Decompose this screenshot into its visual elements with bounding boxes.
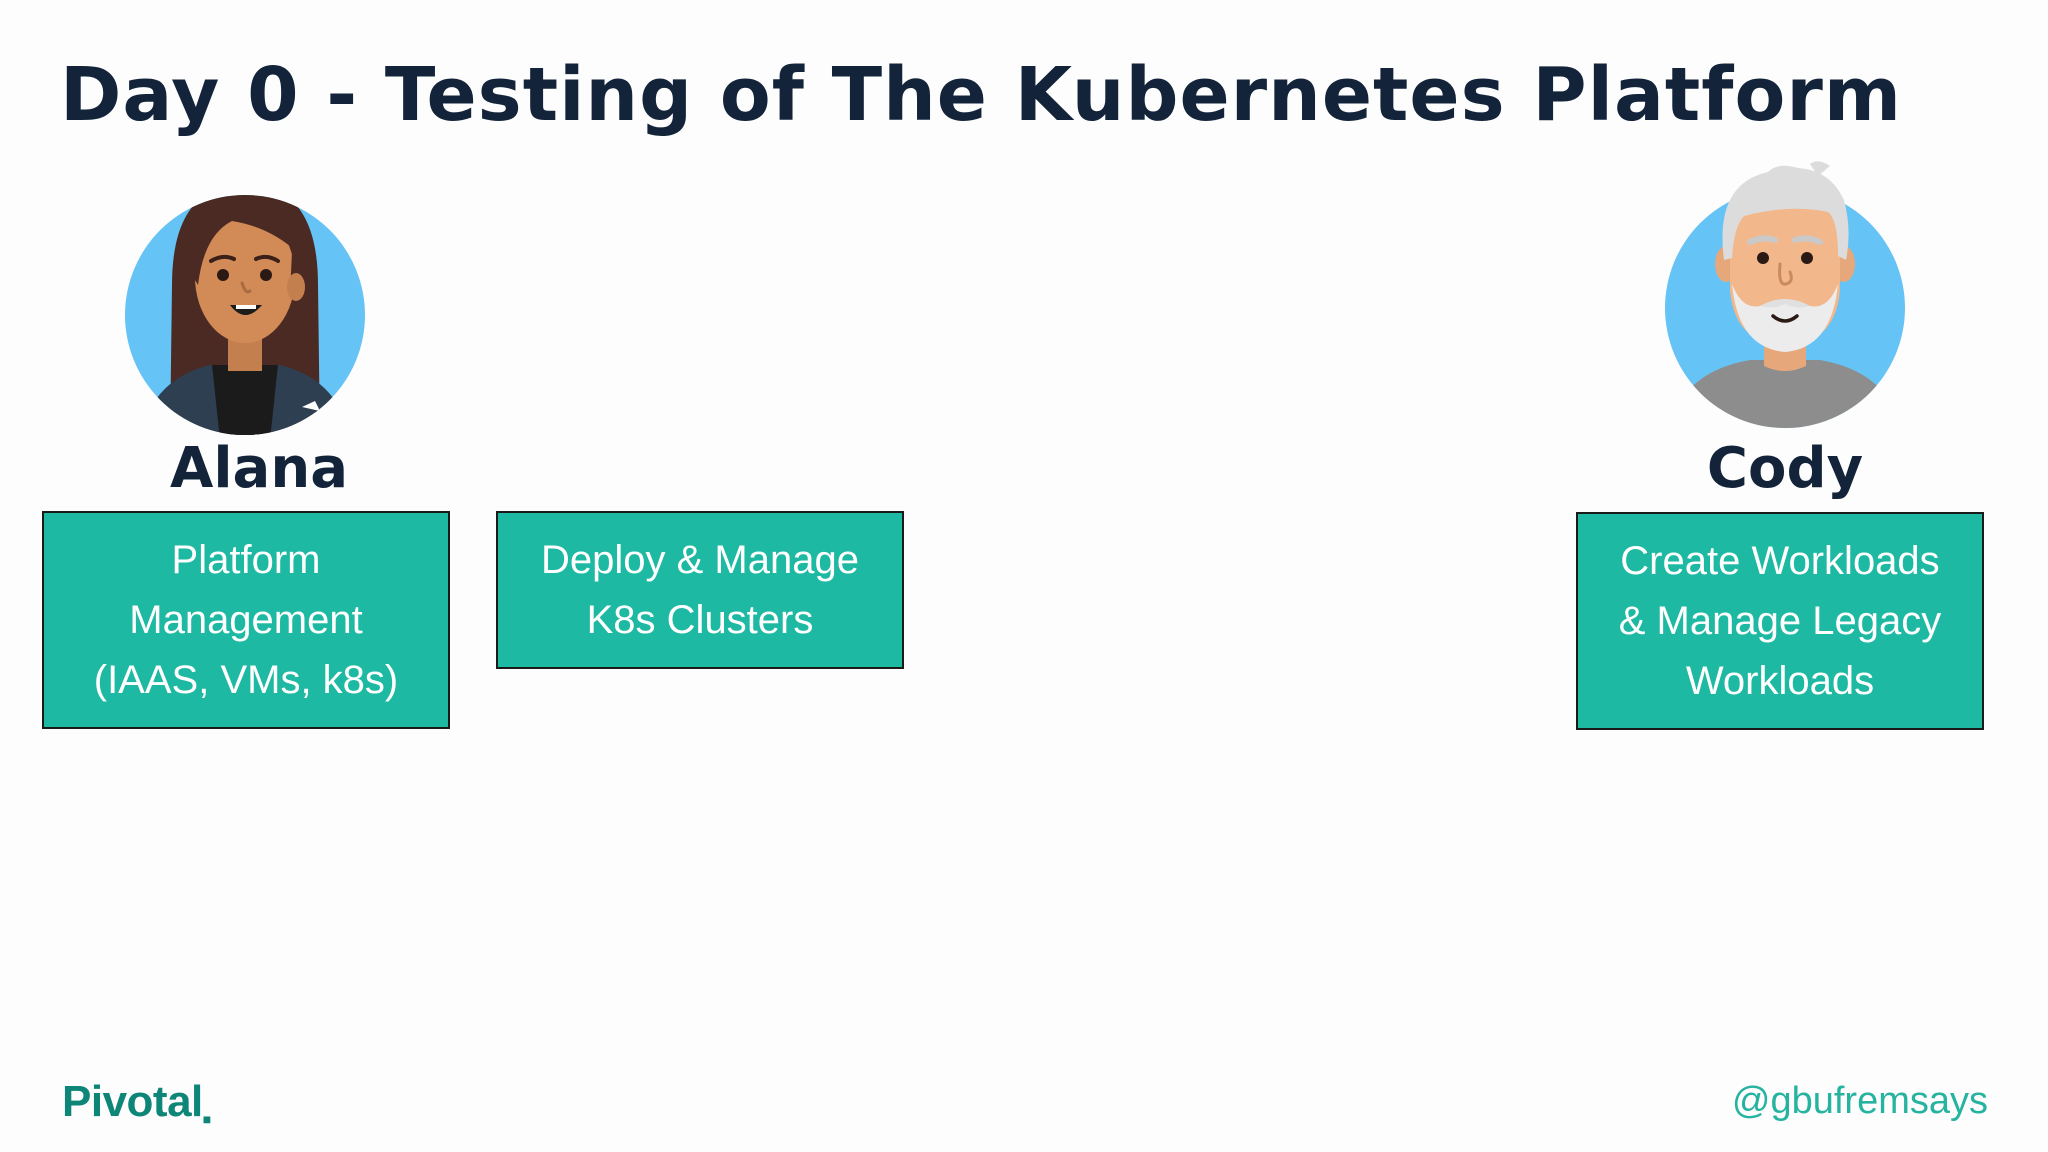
box-line: Deploy & Manage	[541, 538, 859, 582]
box-line: Workloads	[1685, 659, 1875, 703]
pivotal-logo-text: Pivotal	[62, 1077, 203, 1126]
create-workloads-box: Create Workloads & Manage Legacy Workloa…	[1576, 512, 1984, 730]
create-workloads-text: Create Workloads & Manage Legacy Workloa…	[1619, 531, 1941, 711]
box-line: K8s Clusters	[586, 598, 814, 642]
box-line: Management	[129, 598, 363, 642]
twitter-handle: @gbufremsays	[1731, 1080, 1988, 1122]
box-line: Create Workloads	[1620, 539, 1940, 583]
platform-management-text: Platform Management (IAAS, VMs, k8s)	[94, 530, 399, 710]
person-name-cody: Cody	[1706, 436, 1864, 501]
pivotal-logo: Pivotal■	[62, 1077, 211, 1127]
box-line: Platform	[171, 538, 321, 582]
platform-management-box: Platform Management (IAAS, VMs, k8s)	[42, 511, 450, 729]
box-line: & Manage Legacy	[1618, 599, 1942, 643]
box-line: (IAAS, VMs, k8s)	[93, 658, 399, 702]
person-name-alana: Alana	[170, 436, 348, 501]
logo-dot-icon: ■	[202, 1111, 211, 1127]
bearded-man-avatar-icon	[1665, 161, 1905, 428]
deploy-manage-clusters-text: Deploy & Manage K8s Clusters	[541, 530, 859, 650]
slide-title: Day 0 - Testing of The Kubernetes Platfo…	[60, 52, 1902, 138]
woman-avatar-icon	[125, 195, 365, 435]
deploy-manage-clusters-box: Deploy & Manage K8s Clusters	[496, 511, 904, 669]
